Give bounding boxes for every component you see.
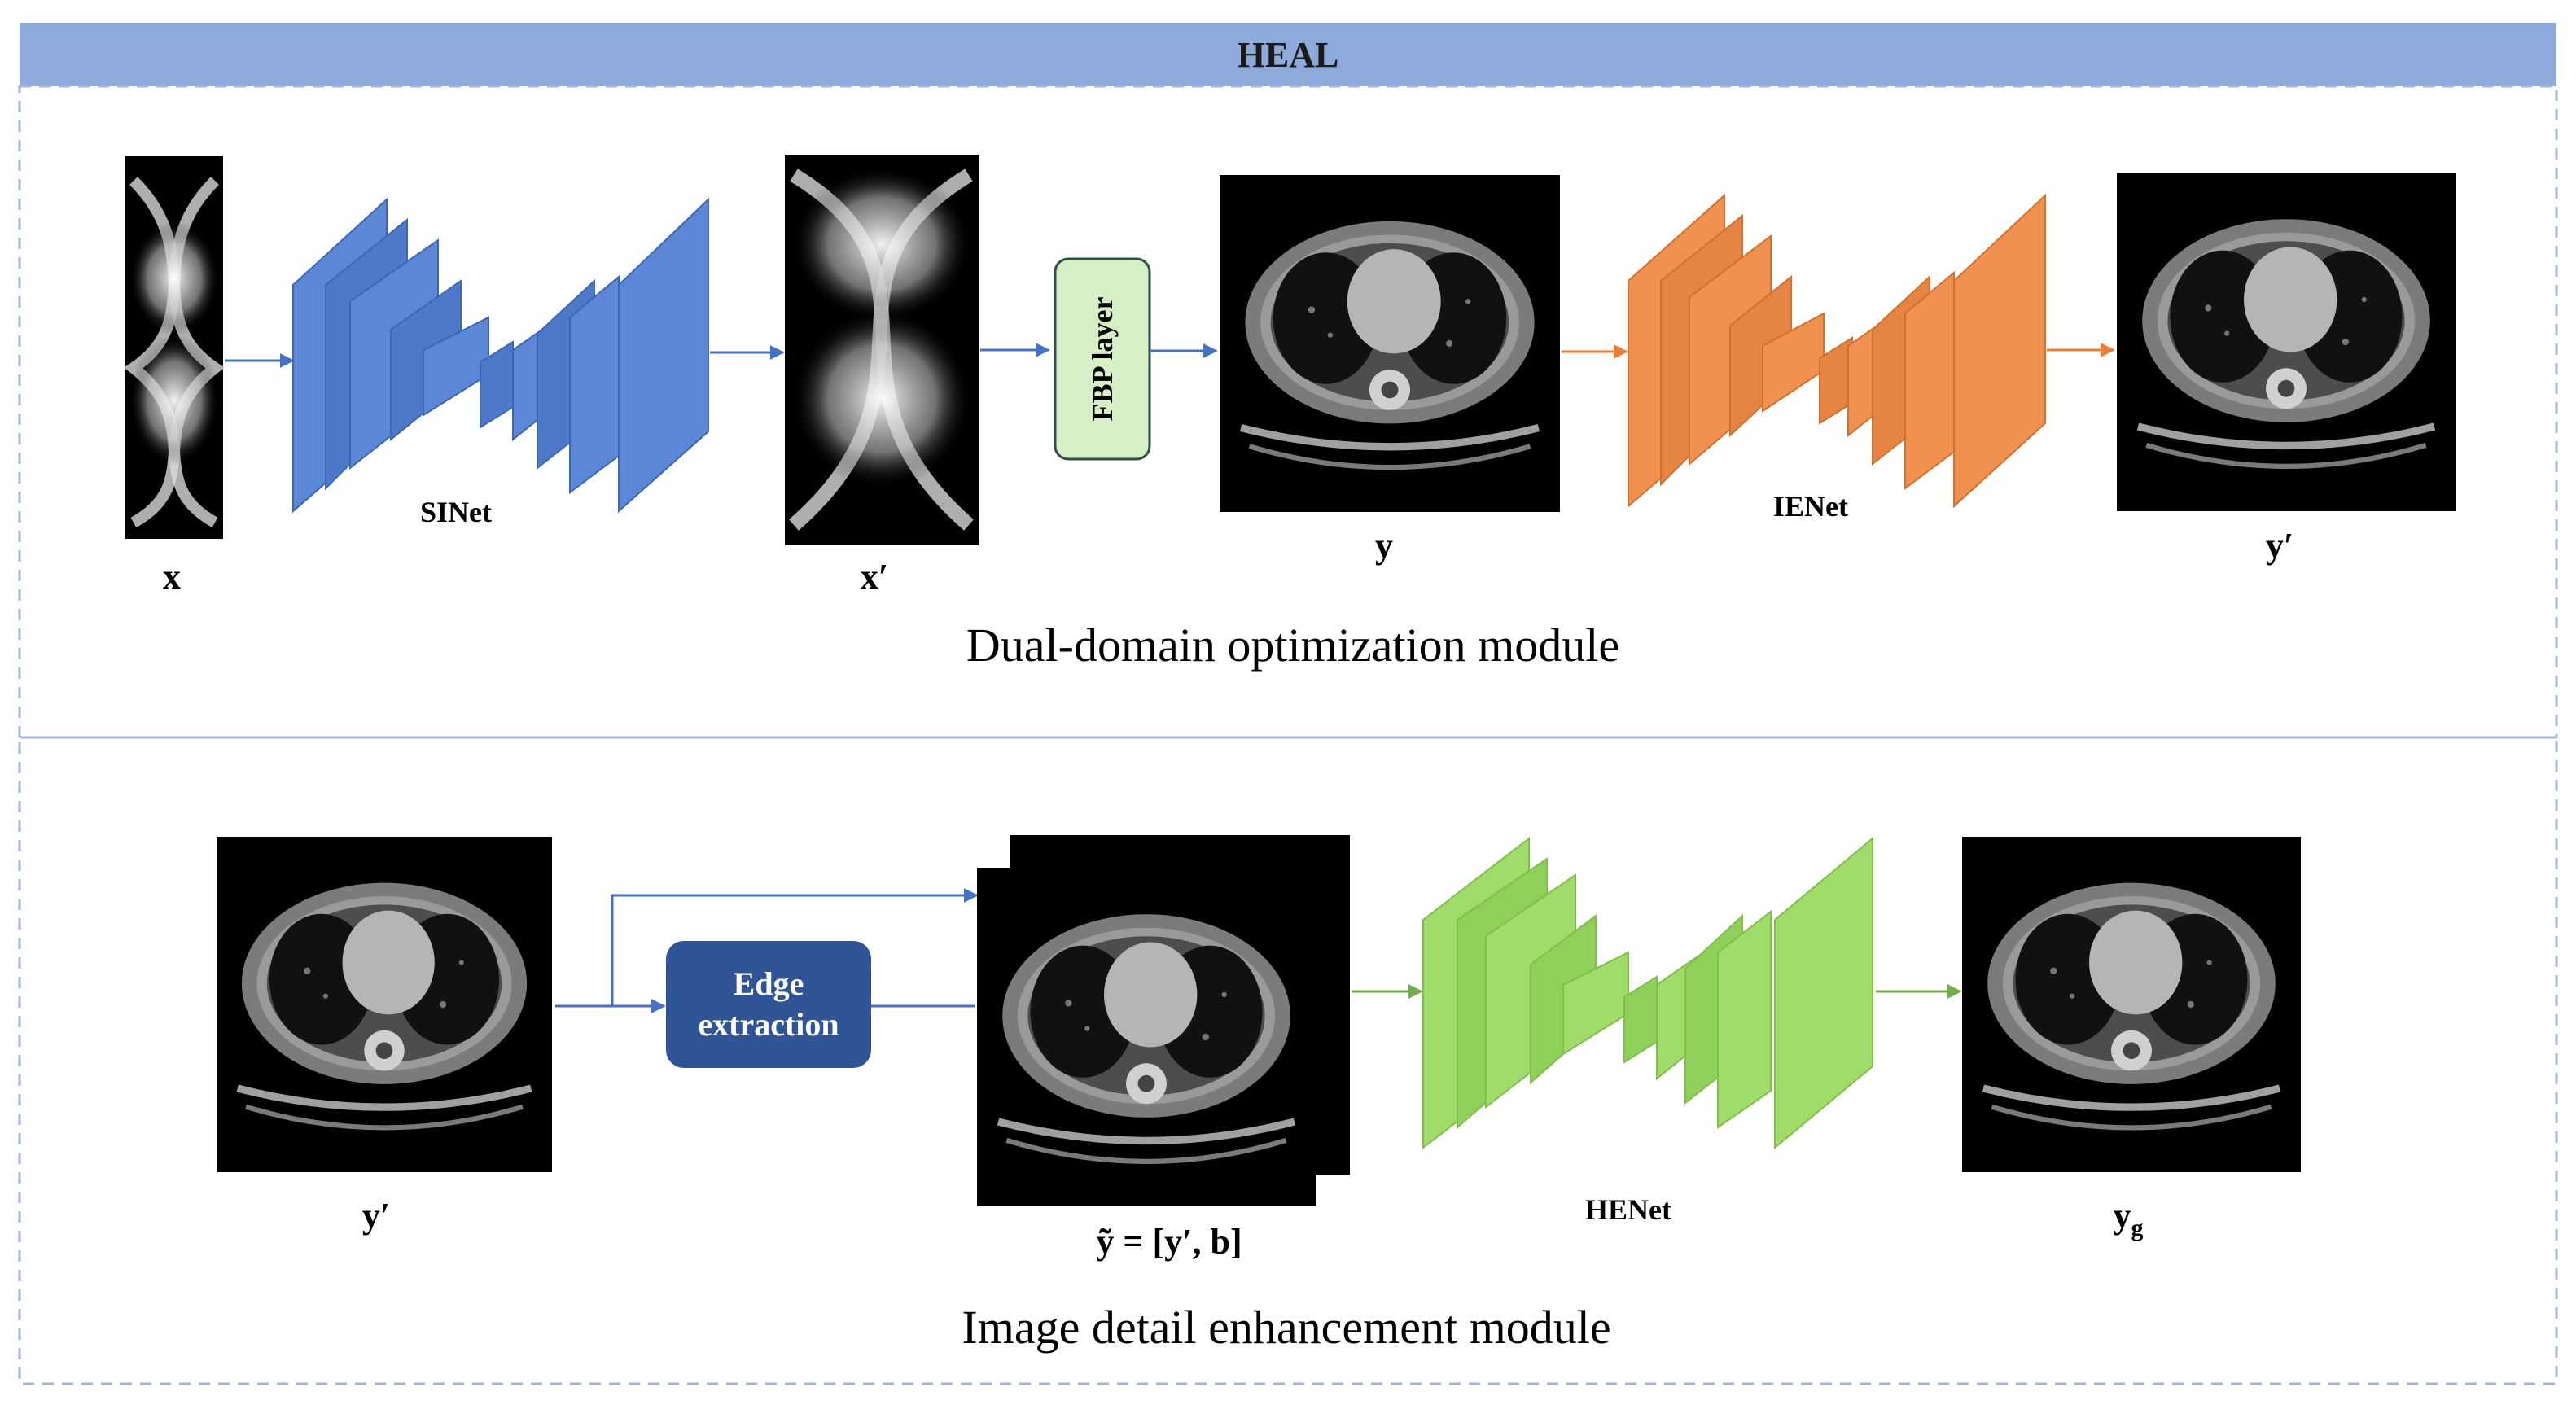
ct-yg-image [1962,837,2301,1172]
top-module-frame [18,85,2558,739]
bottom-module-frame [18,736,2558,1385]
ct-yprime-bottom-image [217,837,552,1172]
label-yg-base: y [2114,1196,2131,1236]
arrow-yprime-to-stack [611,888,979,1006]
sinogram-x-image [125,156,223,539]
fbp-layer-box [1054,257,1151,461]
label-sinet: SINet [420,496,492,528]
label-yprime-top: y′ [2266,526,2293,566]
stack-front-image [977,868,1316,1206]
ienet-network-icon [1628,193,2046,509]
top-module-caption: Dual-domain optimization module [966,619,1619,672]
sinet-network-icon [292,197,709,514]
label-yg-subscript: g [2131,1214,2144,1241]
ct-y-image [1220,175,1560,512]
bottom-module-caption: Image detail enhancement module [962,1301,1610,1354]
label-xprime: x′ [861,557,888,597]
edge-extraction-label-line1: Edge [734,965,804,1002]
edge-extraction-label-line2: extraction [698,1006,839,1043]
sinogram-xprime-image [785,155,979,545]
label-ytilde: ỹ = [y′, b] [1096,1222,1242,1262]
label-henet: HENet [1585,1193,1671,1226]
henet-network-icon [1422,836,1873,1150]
label-y: y [1375,526,1393,566]
header-bar [20,23,2556,86]
label-yprime-bottom: y′ [362,1196,390,1236]
label-ienet: IENet [1773,490,1848,523]
label-yg: yg [2114,1196,2144,1241]
fbp-layer-label: FBP layer [1086,296,1119,421]
label-x: x [163,557,181,597]
ct-yprime-top-image [2117,173,2456,511]
edge-extraction-box [666,941,871,1068]
diagram-title: HEAL [1238,35,1339,75]
